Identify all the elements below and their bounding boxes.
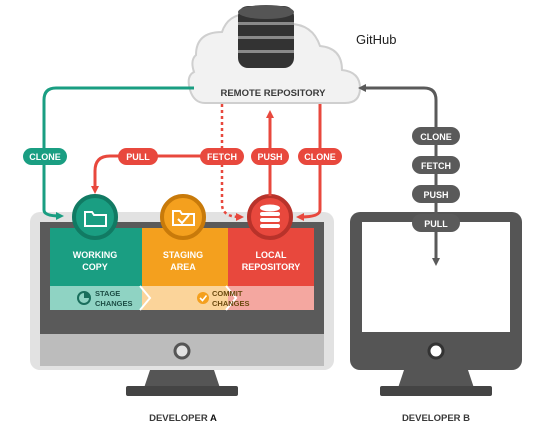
stage-icon [77, 291, 91, 305]
svg-text:PUSH: PUSH [257, 152, 282, 162]
pull-pill-b: PULL [412, 214, 460, 232]
developer-b-label: DEVELOPER B [402, 413, 470, 424]
staging-area-label-line1: STAGING [163, 250, 203, 260]
remote-repository-label: REMOTE REPOSITORY [220, 88, 326, 99]
monitor-developer-b [350, 212, 522, 396]
svg-text:PULL: PULL [126, 152, 150, 162]
brand-text: GitHub [356, 32, 396, 47]
clone-pill-left: CLONE [23, 148, 67, 165]
svg-text:CLONE: CLONE [420, 132, 452, 142]
staging-area-label-line2: AREA [170, 262, 196, 272]
developer-a-label: DEVELOPER A [149, 413, 217, 424]
commit-changes-line1: COMMIT [212, 289, 243, 298]
clone-arrow-a [42, 86, 194, 220]
steps-chevron-2 [225, 285, 238, 311]
steps-chevron-1 [139, 285, 152, 311]
clone-pill-right: CLONE [298, 148, 342, 165]
push-pill: PUSH [251, 148, 289, 165]
clone-arrow-red [296, 104, 322, 221]
working-copy-label-line2: COPY [82, 262, 108, 272]
developer-b-arrow [358, 84, 438, 262]
push-pill-b: PUSH [412, 185, 460, 203]
steps-band-red [228, 286, 314, 310]
fetch-pill: FETCH [200, 148, 244, 165]
svg-text:PULL: PULL [424, 219, 448, 229]
clone-pill-b: CLONE [412, 127, 460, 145]
local-repository-label-line2: REPOSITORY [242, 262, 301, 272]
stage-changes-line1: STAGE [95, 289, 120, 298]
local-repository-icon [247, 194, 293, 240]
svg-text:FETCH: FETCH [421, 161, 451, 171]
check-icon [197, 292, 209, 304]
steps-band-teal [50, 286, 142, 310]
fetch-pill-b: FETCH [412, 156, 460, 174]
pull-pill: PULL [118, 148, 158, 165]
staging-area-icon [160, 194, 206, 240]
pull-arrow [91, 154, 222, 194]
server-icon [238, 5, 294, 68]
svg-text:CLONE: CLONE [29, 152, 61, 162]
working-copy-icon [72, 194, 118, 240]
stage-changes-line2: CHANGES [95, 299, 133, 308]
steps-band-orange [142, 286, 228, 310]
svg-text:FETCH: FETCH [207, 152, 237, 162]
fetch-arrow [220, 104, 244, 221]
svg-text:CLONE: CLONE [304, 152, 336, 162]
commit-changes-line2: CHANGES [212, 299, 250, 308]
svg-text:PUSH: PUSH [423, 190, 448, 200]
local-repository-label-line1: LOCAL [256, 250, 287, 260]
working-copy-label-line1: WORKING [73, 250, 118, 260]
